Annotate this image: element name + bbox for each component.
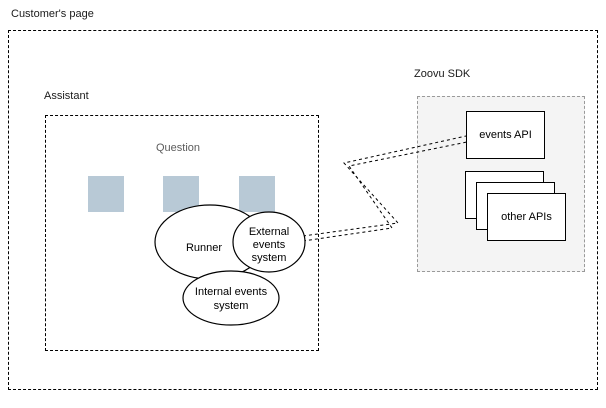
connector-external-to-events-api xyxy=(302,135,467,237)
events-api-card: events API xyxy=(466,111,545,159)
assistant-container xyxy=(45,115,319,351)
answer-tile-2 xyxy=(163,176,199,212)
node-external-events-system xyxy=(232,211,306,273)
node-external-events-system-label-line3: system xyxy=(252,252,287,264)
node-internal-events-system-label-line2: system xyxy=(214,300,249,312)
customer-page-container xyxy=(8,30,598,390)
node-external-events-system-label-line2: events xyxy=(253,239,286,251)
assistant-label: Assistant xyxy=(44,90,89,102)
question-label: Question xyxy=(156,142,201,154)
connector-external-to-other-apis xyxy=(302,141,468,242)
other-apis-card-front: other APIs xyxy=(487,193,566,241)
node-internal-events-system xyxy=(182,270,280,326)
node-runner-label: Runner xyxy=(186,242,222,254)
node-external-events-system-label-line1: External xyxy=(249,226,289,238)
answer-tile-3 xyxy=(239,176,275,212)
answer-tile-1 xyxy=(88,176,124,212)
customer-page-label: Customer's page xyxy=(11,8,94,20)
zoovu-sdk-label: Zoovu SDK xyxy=(414,68,471,80)
node-internal-events-system-label-line1: Internal events xyxy=(195,286,268,298)
